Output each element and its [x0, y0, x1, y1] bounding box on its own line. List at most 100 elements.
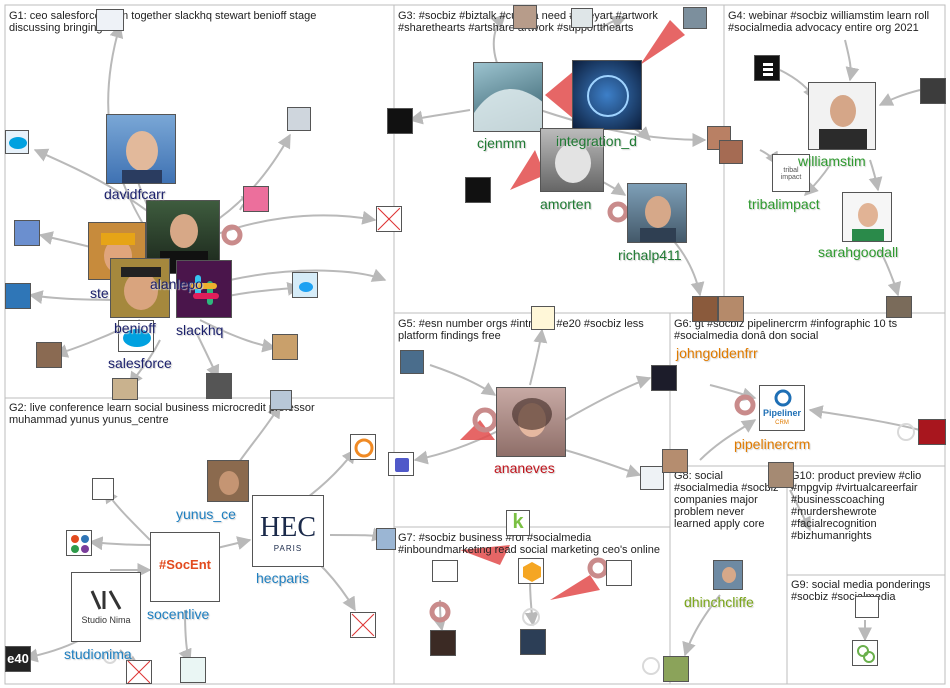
salesforce-cloud-icon	[9, 137, 27, 149]
pipeliner-logo-icon	[774, 389, 792, 407]
avatar-small[interactable]	[14, 220, 40, 246]
edge	[564, 449, 642, 478]
avatar-small[interactable]	[66, 530, 92, 556]
avatar-small[interactable]	[180, 657, 206, 683]
avatar-small[interactable]	[387, 108, 413, 134]
node-label-richalp411: richalp411	[618, 247, 682, 263]
highlight-arrows	[460, 20, 685, 600]
avatar-small[interactable]	[400, 350, 424, 374]
avatar-small[interactable]	[754, 55, 780, 81]
avatar-richalp411[interactable]	[627, 183, 687, 243]
avatar-small[interactable]	[92, 478, 114, 500]
avatar-small[interactable]	[855, 596, 879, 618]
avatar-small[interactable]	[606, 560, 632, 586]
broken-image-icon	[126, 660, 152, 684]
avatar-small[interactable]	[96, 9, 124, 31]
node-label-alanlepo: alanlepo	[150, 276, 203, 292]
avatar-small[interactable]	[662, 449, 688, 473]
gray-loops	[103, 85, 915, 675]
avatar-small[interactable]	[513, 5, 537, 29]
avatar-small[interactable]	[272, 334, 298, 360]
avatar-small[interactable]	[520, 629, 546, 655]
avatar-dhinchcliffe[interactable]	[713, 560, 743, 590]
group-title-g1: G1: ceo salesforce #crm together slackhq…	[9, 10, 317, 34]
person-icon	[640, 196, 676, 242]
group-title-g8: G8: social #socialmedia #socbiz companie…	[674, 470, 779, 530]
self-loop	[103, 650, 117, 664]
hex-logo-icon	[523, 562, 541, 582]
avatar-small[interactable]	[350, 434, 376, 460]
slack-icon	[191, 275, 219, 305]
avatar-small[interactable]	[518, 558, 544, 584]
edge	[199, 319, 277, 353]
avatar-small[interactable]	[112, 378, 138, 400]
avatar-studionima[interactable]: Studio Nima	[71, 572, 141, 642]
avatar-small[interactable]	[718, 296, 744, 322]
avatar-small[interactable]	[243, 186, 269, 212]
avatar-small[interactable]	[36, 342, 62, 368]
edge	[789, 489, 811, 532]
arrowhead	[460, 545, 510, 565]
person-icon	[512, 398, 552, 437]
node-label-studionima: studionima	[64, 646, 132, 662]
pipeliner-logo-text: Pipeliner	[762, 408, 801, 418]
rings-logo-icon	[857, 645, 875, 663]
panel-g9	[786, 574, 946, 685]
avatar-cjenmm[interactable]	[473, 62, 543, 132]
avatar-salesforce[interactable]	[118, 320, 154, 352]
avatar-small[interactable]	[768, 462, 794, 488]
avatar-ananeves[interactable]	[496, 387, 566, 457]
avatar-small[interactable]	[388, 452, 414, 476]
avatar-small[interactable]: k	[506, 510, 530, 536]
ring-logo-icon	[354, 438, 374, 458]
group-title-g4: G4: webinar #socbiz williamstim learn ro…	[728, 10, 930, 34]
avatar-small[interactable]	[852, 640, 878, 666]
self-loops	[221, 201, 756, 623]
avatar-small[interactable]	[5, 130, 29, 154]
avatar-small[interactable]	[886, 296, 912, 318]
avatar-small[interactable]	[692, 296, 718, 322]
avatar-small[interactable]	[719, 140, 743, 164]
avatar-small[interactable]	[270, 390, 292, 410]
avatar-hecparis[interactable]: HEC PARIS	[252, 495, 324, 567]
avatar-small[interactable]	[663, 656, 689, 682]
avatar-sarahgoodall[interactable]	[842, 192, 892, 242]
node-label-ananeves: ananeves	[494, 460, 555, 476]
avatar-integration-d[interactable]	[572, 60, 642, 130]
edge	[429, 364, 497, 396]
avatar-small[interactable]	[206, 373, 232, 399]
avatar-small[interactable]	[531, 306, 555, 330]
avatar-socentlive[interactable]: #SocEnt	[150, 532, 220, 602]
avatar-small[interactable]	[430, 630, 456, 656]
node-label-dhinchcliffe: dhinchcliffe	[684, 594, 754, 610]
avatar-small[interactable]	[465, 177, 491, 203]
avatar-small[interactable]	[683, 7, 707, 29]
avatar-small[interactable]	[918, 419, 946, 445]
avatar-small[interactable]	[651, 365, 677, 391]
edge	[229, 268, 387, 282]
avatar-davidfcarr[interactable]	[106, 114, 176, 184]
avatar-small[interactable]: e40	[5, 646, 31, 672]
dots-logo-icon	[71, 535, 89, 553]
avatar-small[interactable]	[920, 78, 946, 104]
avatar-small[interactable]	[292, 272, 318, 298]
avatar-tribalimpact[interactable]: tribal impact	[772, 154, 810, 192]
avatar-benioff[interactable]	[110, 258, 170, 318]
avatar-small[interactable]	[640, 466, 664, 490]
self-loop	[642, 657, 660, 675]
edge	[413, 429, 501, 465]
avatar-small[interactable]	[287, 107, 311, 131]
edge	[682, 594, 721, 657]
person-icon	[122, 131, 162, 183]
avatar-williamstim[interactable]	[808, 82, 876, 150]
edge	[564, 375, 652, 421]
avatar-amorten[interactable]	[540, 128, 604, 192]
avatar-slackhq[interactable]	[176, 260, 232, 318]
avatar-small[interactable]	[432, 560, 458, 582]
avatar-pipelinercrm[interactable]: Pipeliner CRM	[759, 385, 805, 431]
group-title-g5: G5: #esn number orgs #intranet #e20 #soc…	[398, 318, 644, 342]
avatar-small[interactable]	[571, 8, 593, 28]
avatar-small[interactable]	[5, 283, 31, 309]
avatar-yunus[interactable]	[207, 460, 249, 502]
avatar-small[interactable]	[376, 528, 396, 550]
